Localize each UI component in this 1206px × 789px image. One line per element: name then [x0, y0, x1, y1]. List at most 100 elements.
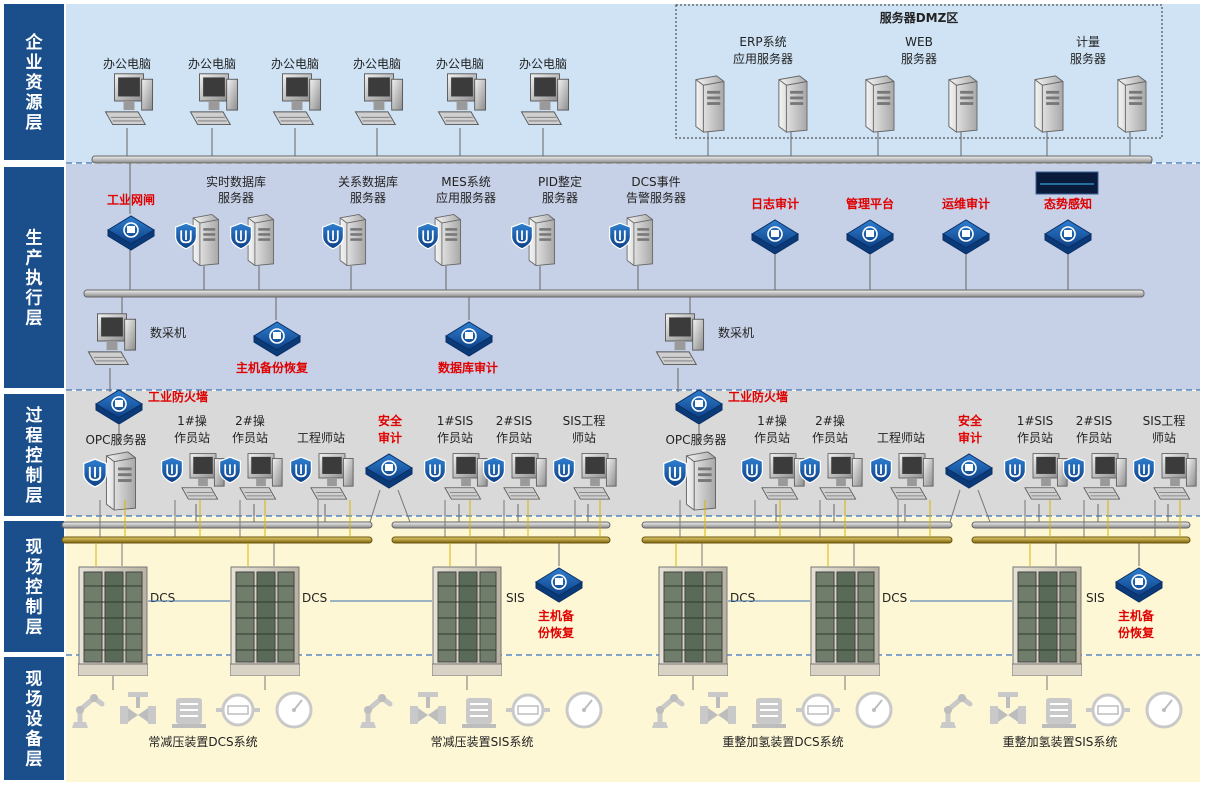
- pressure-gauge-icon: [855, 691, 893, 729]
- security-audit-label: 安全: [378, 413, 403, 428]
- firewall-label: 工业防火墙: [148, 389, 208, 404]
- sidebar-char: 场: [26, 690, 43, 710]
- sidebar-band-5: [4, 657, 64, 780]
- security-shield-icon: [510, 222, 534, 250]
- dmz-server-label: ERP系统: [739, 35, 786, 49]
- sidebar-char: 制: [26, 597, 43, 618]
- control-cabinet-icon: [658, 566, 728, 676]
- control-bus-d: [971, 536, 1191, 544]
- security-audit-label: 审计: [958, 430, 982, 445]
- sidebar-band-3: [4, 394, 64, 516]
- control-bus-a: [641, 521, 953, 529]
- dmz-zone-box: [675, 4, 1163, 139]
- control-bus-b: [641, 536, 953, 544]
- firewall-label: 工业防火墙: [728, 389, 788, 404]
- execution-server-label: 服务器: [218, 190, 254, 205]
- cabinet-label: DCS: [882, 591, 907, 605]
- sidebar-band-4: [4, 521, 64, 652]
- workstation-label: 2#操: [235, 413, 265, 428]
- sidebar-char: 控: [26, 445, 43, 466]
- execution-server-label: MES系统: [441, 175, 491, 189]
- security-device-label: 管理平台: [846, 196, 894, 211]
- cabinet-label: DCS: [302, 591, 327, 605]
- execution-server-icon: [626, 214, 654, 266]
- security-device-label: 日志审计: [751, 196, 799, 211]
- office-pc-label: 办公电脑: [188, 56, 236, 71]
- execution-server-label: 服务器: [542, 190, 578, 205]
- workstation-label: 1#SIS: [437, 414, 473, 428]
- workstation-label: 2#SIS: [496, 414, 532, 428]
- sidebar-char: 制: [26, 465, 43, 486]
- dmz-server-icon: [778, 75, 808, 133]
- workstation-shield-icon: [1062, 456, 1086, 484]
- opc-server-label: OPC服务器: [85, 432, 146, 447]
- workstation-label: 作员站: [496, 431, 532, 445]
- dmz-server-label: 计量: [1076, 35, 1100, 49]
- workstation-shield-icon: [798, 456, 822, 484]
- dmz-server-icon: [1034, 75, 1064, 133]
- execution-server-label: 服务器: [350, 190, 386, 205]
- workstation-label: 作员站: [754, 431, 790, 445]
- sidebar-char: 层: [26, 618, 43, 638]
- workstation-label: 作员站: [437, 431, 473, 445]
- sidebar-char: 程: [26, 426, 43, 446]
- execution-server-icon: [528, 214, 556, 266]
- workstation-shield-icon: [869, 456, 893, 484]
- execution-server-label: 实时数据库: [206, 174, 266, 189]
- collector-left-label: 数采机: [150, 325, 186, 340]
- dmz-server-icon: [865, 75, 895, 133]
- execution-server-label: 告警服务器: [626, 190, 686, 205]
- sidebar-char: 备: [25, 729, 44, 750]
- security-device-label: 态势感知: [1044, 196, 1092, 211]
- dmz-server-icon: [1117, 75, 1147, 133]
- sidebar-char: 层: [26, 750, 43, 770]
- execution-server-icon: [247, 214, 275, 266]
- office-pc-label: 办公电脑: [519, 56, 567, 71]
- control-bus-d: [391, 536, 611, 544]
- pressure-gauge-icon: [565, 691, 603, 729]
- sidebar-band-1: [4, 4, 64, 160]
- office-pc-label: 办公电脑: [103, 56, 151, 71]
- dmz-server-label: 服务器: [1070, 51, 1106, 66]
- workstation-label: 1#操: [177, 413, 207, 428]
- sidebar-char: 控: [26, 577, 43, 598]
- situational-screen: [1035, 171, 1099, 195]
- dmz-server-label: WEB: [905, 35, 933, 49]
- pressure-gauge-icon: [275, 691, 313, 729]
- workstation-shield-icon: [289, 456, 313, 484]
- workstation-label: 工程师站: [297, 430, 345, 445]
- execution-server-label: DCS事件: [631, 175, 680, 189]
- sidebar-char: 设: [26, 710, 43, 730]
- execution-server-icon: [192, 214, 220, 266]
- workstation-label: 作员站: [812, 431, 848, 445]
- sidebar-band-2: [4, 167, 64, 388]
- security-shield-icon: [174, 222, 198, 250]
- collector-right-label: 数采机: [718, 325, 754, 340]
- cabinet-label: SIS: [506, 591, 525, 605]
- sidebar-char: 执: [26, 268, 43, 289]
- audit-tap: [977, 489, 991, 523]
- workstation-label: 师站: [572, 431, 596, 445]
- sidebar-char: 现: [26, 538, 43, 558]
- workstation-shield-icon: [1132, 456, 1156, 484]
- workstation-label: 作员站: [1017, 431, 1053, 445]
- office-pc-label: 办公电脑: [271, 56, 319, 71]
- host-backup-label: 主机备份恢复: [236, 360, 309, 375]
- dmz-title: 服务器DMZ区: [880, 10, 959, 25]
- db-audit-label: 数据库审计: [438, 360, 498, 375]
- dmz-server-icon: [948, 75, 978, 133]
- execution-server-label: 应用服务器: [436, 190, 496, 205]
- workstation-label: 作员站: [1076, 431, 1112, 445]
- audit-tap: [369, 489, 381, 523]
- cabinet-label: SIS: [1086, 591, 1105, 605]
- sidebar-char: 过: [26, 406, 43, 426]
- control-cabinet-icon: [1012, 566, 1082, 676]
- sidebar-char: 资: [26, 72, 43, 93]
- control-cabinet-icon: [230, 566, 300, 676]
- workstation-label: 1#SIS: [1017, 414, 1053, 428]
- workstation-shield-icon: [552, 456, 576, 484]
- execution-server-label: PID整定: [538, 174, 582, 189]
- system-name-label: 重整加氢装置SIS系统: [1003, 734, 1118, 749]
